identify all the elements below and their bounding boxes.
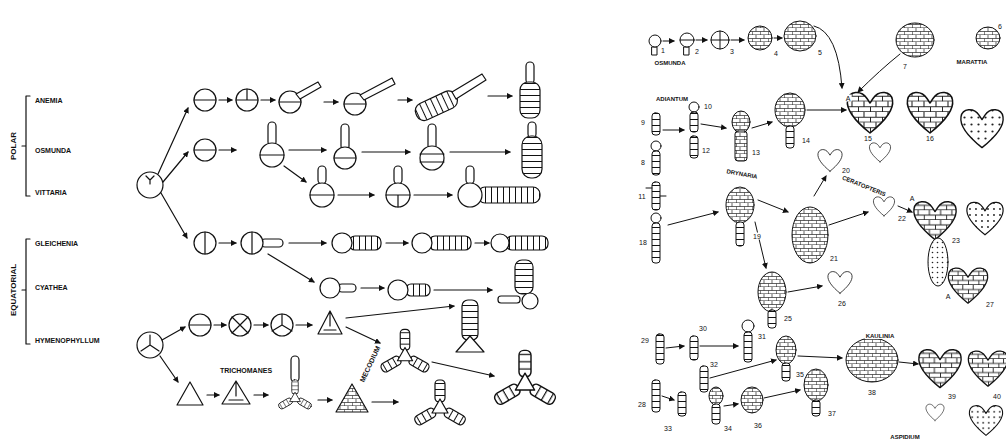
figure-number: 16: [925, 135, 935, 142]
genus-label: CERATOPTERIS: [840, 174, 887, 198]
figure-number: 19: [752, 233, 762, 240]
genus-label: ANEMIA: [34, 97, 64, 104]
figure-number: 8: [640, 159, 646, 166]
genus-label: DRYNARIA: [725, 168, 759, 180]
figure-number: 5: [817, 49, 823, 56]
part-letter: A: [909, 195, 916, 202]
figure-number: 38: [867, 389, 877, 396]
figure-number: 25: [783, 315, 793, 322]
figure-number: 30: [698, 325, 708, 332]
figure-number: 11: [637, 193, 646, 200]
figure-number: 35: [795, 371, 805, 378]
figure-number: 34: [723, 425, 733, 432]
figure-number: 1: [660, 47, 666, 54]
figure-number: 27: [985, 301, 995, 308]
genus-label: CYATHEA: [34, 284, 69, 291]
genus-label: MARATTIA: [956, 59, 989, 65]
figure-number: 22: [897, 215, 907, 222]
figure-number: 40: [992, 393, 1002, 400]
figure-number: 7: [902, 63, 908, 70]
genus-label: KAULINIA: [865, 333, 896, 339]
figure-number: 4: [773, 50, 779, 57]
figure-number: 39: [947, 393, 957, 400]
figure-number: 9: [640, 119, 646, 126]
genus-label: OSMUNDA: [654, 60, 687, 66]
figure-number: 6: [997, 23, 1003, 30]
genus-label: MECODIUM: [358, 344, 382, 384]
genus-label: TRICHOMANES: [219, 367, 273, 374]
figure-number: 29: [640, 337, 650, 344]
figure-number: 23: [951, 237, 961, 244]
figure-number: 2: [694, 48, 700, 55]
figure-number: 32: [709, 361, 719, 368]
figure-number: 15: [863, 135, 873, 142]
figure-number: 31: [757, 333, 767, 340]
figure-number: 12: [701, 147, 711, 154]
genus-label: ASPIDIUM: [889, 434, 920, 440]
genus-label: ADIANTUM: [655, 96, 689, 102]
figure-number: 20: [841, 167, 851, 174]
genus-label: OSMUNDA: [34, 147, 72, 154]
figure-number: 37: [827, 410, 837, 417]
figure-number: 3: [729, 48, 735, 55]
genus-label: HYMENOPHYLLUM: [34, 337, 101, 344]
figure-number: 14: [801, 137, 811, 144]
figure-number: 28: [637, 401, 647, 408]
figure-number: 18: [638, 239, 648, 246]
genus-label: VITTARIA: [34, 189, 68, 196]
genus-label: GLEICHENIA: [34, 240, 79, 247]
figure-number: 33: [663, 425, 673, 432]
part-letter: A: [845, 95, 852, 102]
figure-number: 26: [837, 300, 847, 307]
figure-number: 10: [703, 103, 713, 110]
figure-number: 13: [751, 149, 761, 156]
figure-number: 36: [753, 422, 763, 429]
group-label: EQUATORIAL: [10, 263, 18, 317]
group-label: POLAR: [10, 131, 18, 161]
part-letter: A: [945, 293, 952, 300]
figure-number: 21: [829, 255, 839, 262]
